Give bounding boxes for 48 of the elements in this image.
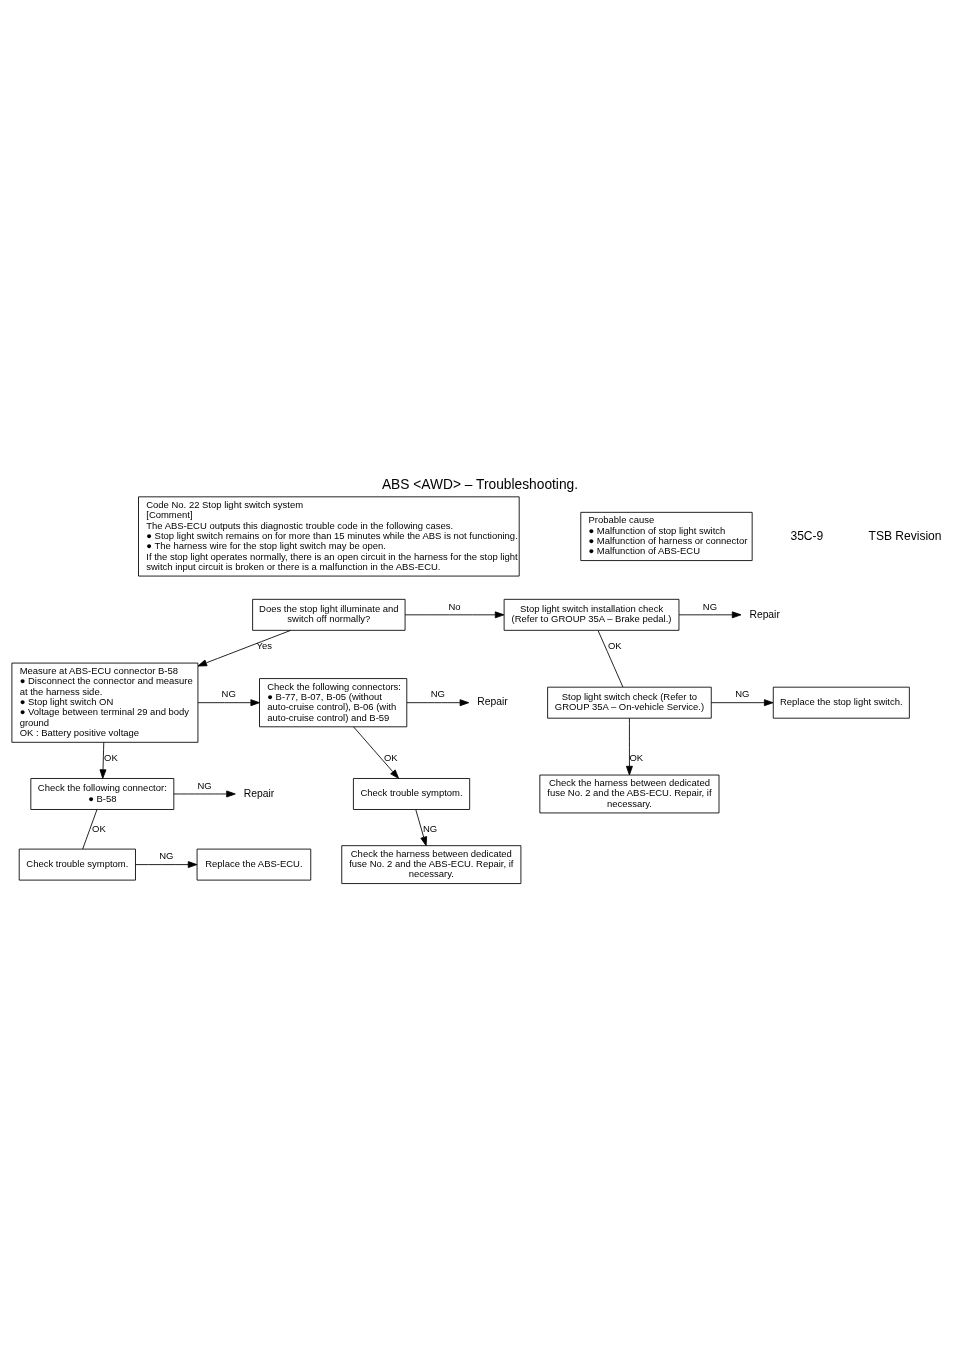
node-box: Replace the stop light switch.: [772, 686, 910, 719]
arrow: [353, 726, 400, 779]
node-box: Check the following connectors: ● B-77, B-07, B-05 (without auto-cruise control), B-06 (with auto-cruise control) and B-59: [259, 678, 408, 728]
edge-label: NG: [159, 850, 174, 862]
edge-label: No: [448, 600, 461, 612]
arrow: [197, 699, 260, 707]
edge-label: OK: [92, 822, 106, 834]
node-box: Code No. 22 Stop light switch system [Comment] The ABS-ECU outputs this diagnostic trouble code in the following cases. ● Stop light switch remains on for more than 15 minutes while the ABS is not functioning. ● The harness wire for the stop light switch may be open. If the stop light operates normally, there is an open circuit in the harness for the stop light switch input circuit is broken or there is a malfunction in the ABS-ECU.: [138, 496, 520, 577]
label: TSB Revision: [868, 528, 942, 543]
edge-label: NG: [197, 779, 212, 791]
node-box: Measure at ABS-ECU connector B-58 ● Disconnect the connector and measure at the harness side. ● Stop light switch ON ● Voltage between terminal 29 and body ground OK : Battery positive voltage: [11, 662, 199, 743]
arrow: [135, 861, 198, 869]
edge-label: NG: [422, 822, 438, 834]
node-text: Repair: [749, 608, 780, 620]
arrow: [173, 790, 236, 798]
node-box: Check trouble symptom.: [18, 848, 136, 881]
node-box: Check the harness between dedicated fuse No. 2 and the ABS-ECU. Repair, if necessary.: [539, 774, 720, 814]
diagram-title: ABS <AWD> – Troubleshooting.: [381, 476, 579, 492]
edge-label: OK: [384, 752, 398, 764]
arrow: [678, 611, 742, 619]
node-box: Check the harness between dedicated fuse No. 2 and the ABS-ECU. Repair, if necessary.: [341, 845, 522, 884]
node-box: Probable cause ● Malfunction of stop light switch ● Malfunction of harness or connector ● Malfunction of ABS-ECU: [580, 511, 753, 561]
label: 35C-9: [790, 528, 824, 543]
edge-label: NG: [430, 688, 445, 700]
node-box: Check the following connector: ● B-58: [30, 778, 175, 810]
node-box: Check trouble symptom.: [352, 778, 471, 810]
arrow: [406, 699, 470, 707]
node-box: Stop light switch installation check (Refer to GROUP 35A – Brake pedal.): [503, 598, 680, 631]
node-text: Repair: [477, 696, 508, 708]
arrow: [404, 611, 505, 619]
edge-label: NG: [702, 600, 718, 612]
edge-label: OK: [607, 640, 622, 652]
node-box: Does the stop light illuminate and switch off normally?: [252, 598, 406, 631]
arrow: [99, 741, 107, 779]
arrow: [415, 809, 428, 847]
arrow: [197, 630, 292, 667]
edge-label: NG: [221, 688, 236, 700]
edge-label: OK: [629, 752, 644, 764]
node-text: Repair: [243, 787, 275, 799]
edge-label: Yes: [256, 640, 272, 652]
connector: [82, 809, 98, 850]
arrow: [626, 717, 633, 776]
arrow: [710, 699, 774, 707]
node-box: Stop light switch check (Refer to GROUP 35A – On-vehicle Service.): [547, 686, 712, 719]
connector: [597, 630, 624, 688]
edge-label: OK: [104, 752, 118, 764]
node-box: Replace the ABS-ECU.: [196, 848, 312, 881]
edge-label: NG: [735, 688, 750, 700]
